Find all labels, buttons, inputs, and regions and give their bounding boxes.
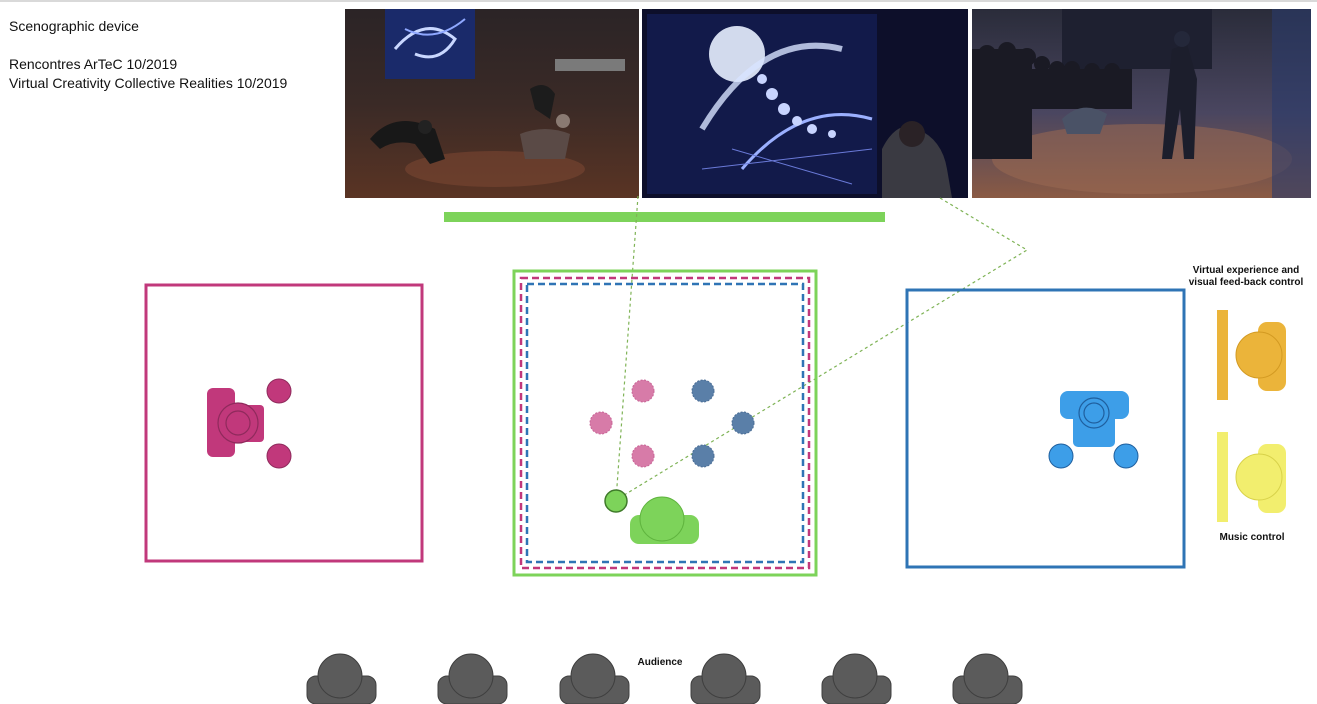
sightline-left <box>615 195 639 501</box>
blue-virtual-points <box>691 379 755 468</box>
blue-performer-icon <box>1060 391 1129 447</box>
audience-member-4 <box>690 653 761 704</box>
audience-member-2 <box>437 653 508 704</box>
top-divider <box>0 0 1317 2</box>
visual-control-desk <box>1217 310 1228 400</box>
audience-member-3 <box>559 653 630 704</box>
magenta-tracker-bottom <box>266 443 292 469</box>
visual-operator-icon <box>1235 322 1286 391</box>
audience-member-5 <box>821 653 892 704</box>
event-line-1: Rencontres ArTeC 10/2019 <box>9 56 178 72</box>
music-control-label: Music control <box>1219 532 1285 543</box>
event-line-2: Virtual Creativity Collective Realities … <box>9 75 288 91</box>
green-person-icon <box>630 496 699 544</box>
green-viewpoint-marker <box>604 489 628 513</box>
magenta-tracker-top <box>266 378 292 404</box>
magenta-zone <box>144 283 424 563</box>
blue-tracker-right <box>1113 443 1139 469</box>
shared-zone-blue-dash <box>525 282 805 564</box>
audience-member-6 <box>952 653 1023 704</box>
shared-zone <box>512 269 818 577</box>
audience-row <box>306 653 1023 704</box>
sightline-right <box>615 197 1029 501</box>
photo-projection-viewer <box>642 9 968 198</box>
audience-label: Audience <box>637 657 683 668</box>
photo-dancers <box>345 9 639 198</box>
blue-zone <box>905 288 1186 569</box>
magenta-performer-icon <box>207 388 264 457</box>
photo-audience-performer <box>972 9 1311 198</box>
audience-member-1 <box>306 653 377 704</box>
blue-tracker-left <box>1048 443 1074 469</box>
music-control-desk <box>1217 432 1228 522</box>
music-operator-icon <box>1235 444 1286 513</box>
shared-zone-magenta-dash <box>519 276 811 570</box>
pink-virtual-points <box>589 379 655 468</box>
visual-control-label: Virtual experience and visual feed-back … <box>1188 265 1304 288</box>
projection-screen-bar <box>444 212 885 222</box>
page-title: Scenographic device <box>9 18 139 34</box>
